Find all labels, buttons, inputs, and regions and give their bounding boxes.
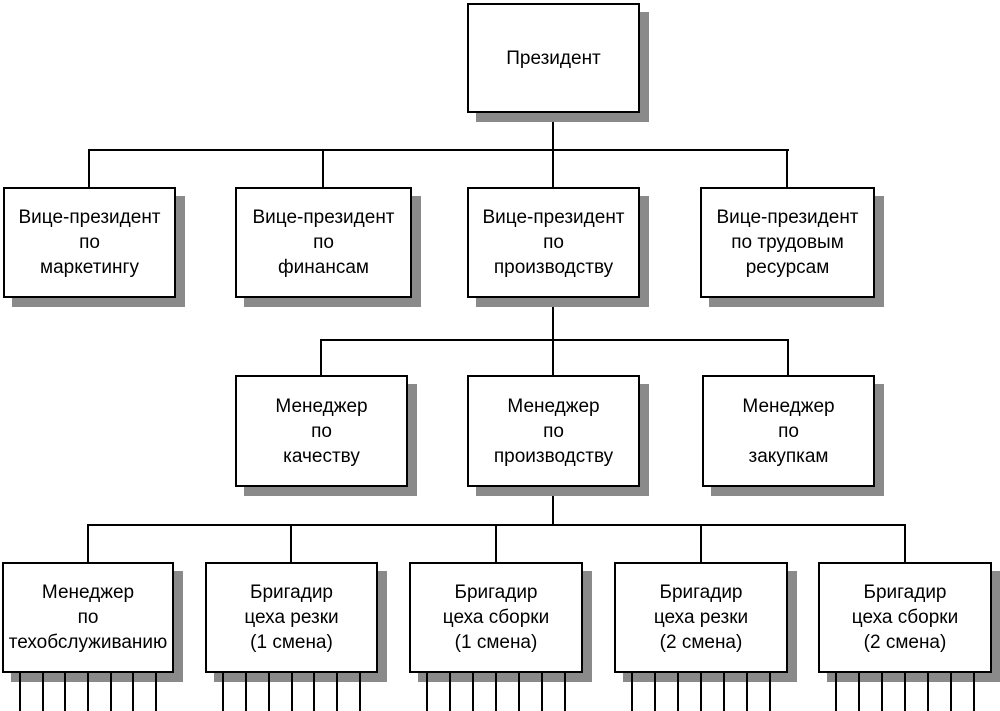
- connector-drop-mgr-quality: [320, 339, 322, 376]
- connector-drop-foreman-asm-2: [904, 524, 906, 563]
- subordinate-line: [359, 671, 361, 711]
- connector-drop-mgr-purchasing: [787, 339, 789, 376]
- connector-vp-row-horizontal: [88, 149, 789, 151]
- subordinate-line: [291, 671, 293, 711]
- connector-drop-foreman-cut-1: [290, 524, 292, 563]
- org-node-president: Президент: [467, 3, 640, 113]
- subordinate-line: [927, 671, 929, 711]
- subordinate-line: [268, 671, 270, 711]
- connector-drop-foreman-cut-2: [700, 524, 702, 563]
- subordinate-line: [110, 671, 112, 711]
- subordinate-line: [426, 671, 428, 711]
- connector-drop-foreman-asm-1: [495, 524, 497, 563]
- subordinate-line: [769, 671, 771, 711]
- subordinate-line: [472, 671, 474, 711]
- connector-mgr-production-drop: [552, 486, 554, 526]
- org-node-foreman-assembly-shift2: Бригадир цеха сборки (2 смена): [818, 562, 992, 673]
- connector-mgr-row-horizontal: [320, 339, 789, 341]
- subordinate-line: [495, 671, 497, 711]
- org-node-foreman-cutting-shift2: Бригадир цеха резки (2 смена): [614, 562, 788, 673]
- subordinate-line: [858, 671, 860, 711]
- subordinate-line: [881, 671, 883, 711]
- org-node-mgr-production: Менеджер по производству: [467, 375, 640, 487]
- org-node-vp-finance: Вице-президент по финансам: [235, 187, 412, 298]
- subordinate-line: [19, 671, 21, 711]
- subordinate-line: [700, 671, 702, 711]
- subordinate-line: [245, 671, 247, 711]
- subordinate-line: [904, 671, 906, 711]
- org-node-mgr-quality: Менеджер по качеству: [235, 375, 408, 487]
- subordinate-line: [631, 671, 633, 711]
- subordinate-line: [155, 671, 157, 711]
- org-node-vp-production: Вице-президент по производству: [467, 187, 640, 298]
- subordinate-line: [336, 671, 338, 711]
- org-node-mgr-purchasing: Менеджер по закупкам: [702, 375, 875, 487]
- subordinate-line: [835, 671, 837, 711]
- org-node-foreman-cutting-shift1: Бригадир цеха резки (1 смена): [205, 562, 378, 673]
- subordinate-line: [746, 671, 748, 711]
- org-node-vp-marketing: Вице-президент по маркетингу: [3, 187, 176, 298]
- connector-vp-production-drop: [552, 297, 554, 376]
- subordinate-line: [677, 671, 679, 711]
- connector-drop-mgr-maintenance: [87, 524, 89, 563]
- org-node-foreman-assembly-shift1: Бригадир цеха сборки (1 смена): [409, 562, 583, 673]
- subordinate-line: [541, 671, 543, 711]
- org-node-vp-hr: Вице-президент по трудовым ресурсам: [700, 187, 875, 298]
- connector-drop-vp-finance: [322, 149, 324, 188]
- connector-drop-vp-marketing: [88, 149, 90, 188]
- subordinate-line: [87, 671, 89, 711]
- subordinate-line: [723, 671, 725, 711]
- subordinate-line: [449, 671, 451, 711]
- subordinate-line: [564, 671, 566, 711]
- connector-drop-vp-hr: [786, 149, 788, 188]
- subordinate-line: [518, 671, 520, 711]
- subordinate-line: [950, 671, 952, 711]
- org-node-mgr-maintenance: Менеджер по техобслуживанию: [2, 562, 174, 673]
- subordinate-line: [132, 671, 134, 711]
- subordinate-line: [654, 671, 656, 711]
- subordinate-line: [64, 671, 66, 711]
- subordinate-line: [42, 671, 44, 711]
- subordinate-line: [313, 671, 315, 711]
- subordinate-line: [973, 671, 975, 711]
- subordinate-line: [222, 671, 224, 711]
